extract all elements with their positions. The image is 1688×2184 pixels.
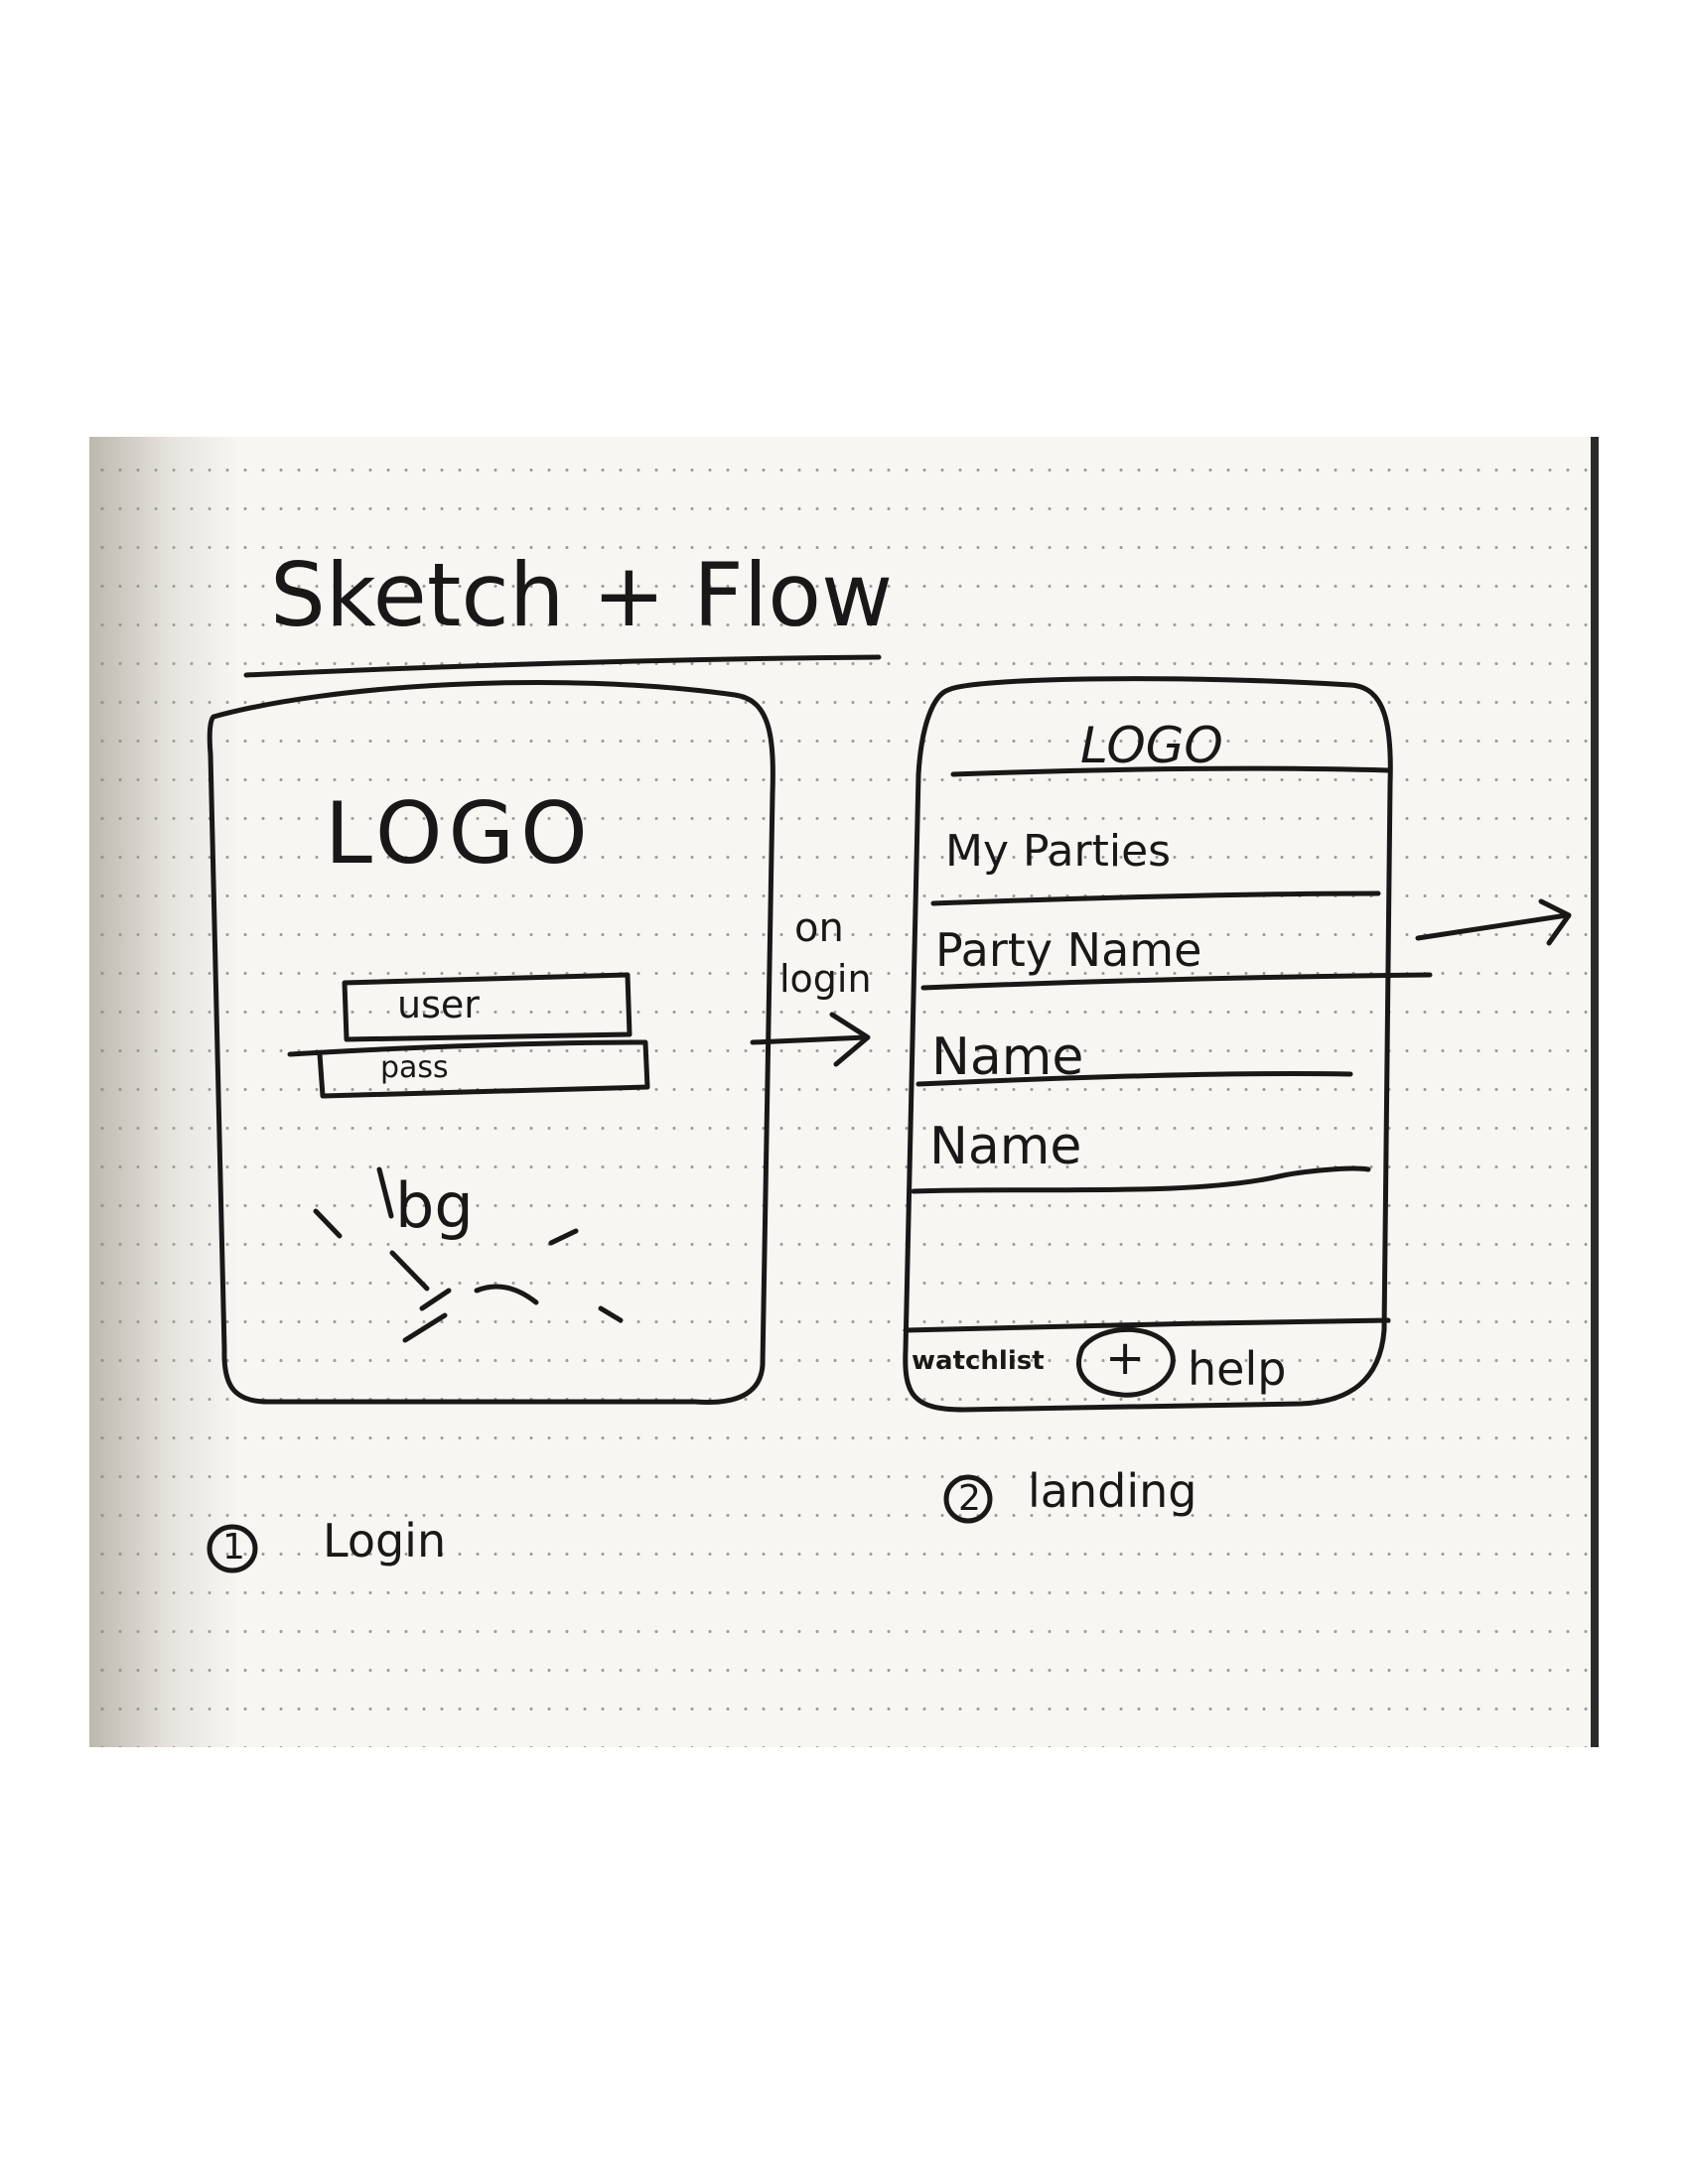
pass-field-box <box>287 1039 650 1099</box>
help-tab: help <box>1188 1342 1287 1396</box>
bg-ray <box>313 1208 343 1239</box>
bg-ray <box>474 1284 539 1305</box>
step-2-circle <box>943 1474 993 1524</box>
row-divider <box>915 1071 1353 1087</box>
outgoing-arrow-head <box>1538 898 1572 946</box>
landing-caption: landing <box>1028 1464 1197 1518</box>
list-header: My Parties <box>945 826 1172 877</box>
step-1-number: 1 <box>222 1527 245 1568</box>
user-field-box <box>342 972 633 1042</box>
add-button-label: + <box>1105 1330 1146 1386</box>
title-underline <box>243 654 882 678</box>
login-logo: LOGO <box>325 784 594 884</box>
bg-ray <box>598 1305 624 1323</box>
page-edge <box>1591 437 1599 1747</box>
bg-ray <box>402 1312 448 1343</box>
logo-divider <box>950 765 1393 777</box>
bottom-bar-divider <box>903 1317 1391 1333</box>
bg-ray <box>419 1288 452 1311</box>
flow-arrow-head <box>829 1012 871 1067</box>
list-item: Name <box>929 1117 1082 1176</box>
transition-label-line1: on <box>794 905 844 951</box>
sketch-title: Sketch + Flow <box>270 544 894 646</box>
outgoing-arrow-shaft <box>1415 912 1570 941</box>
flow-arrow-shaft <box>750 1034 869 1045</box>
landing-screen-frame <box>903 676 1393 1413</box>
step-2-number: 2 <box>958 1478 981 1519</box>
add-button-circle <box>1075 1326 1176 1398</box>
row-divider <box>911 1165 1371 1194</box>
bg-ray <box>376 1166 394 1219</box>
step-1-circle <box>207 1524 258 1573</box>
bg-label: bg <box>395 1169 474 1242</box>
login-screen-frame <box>207 679 775 1406</box>
row-divider <box>930 890 1381 906</box>
row-divider <box>920 972 1433 991</box>
transition-label-line2: login <box>779 957 872 1001</box>
bg-ray <box>548 1228 579 1246</box>
list-item: Name <box>931 1027 1084 1087</box>
user-field-label: user <box>397 983 480 1026</box>
watchlist-tab: watchlist <box>912 1346 1045 1376</box>
login-caption: Login <box>323 1514 447 1568</box>
landing-logo: LOGO <box>1080 717 1223 774</box>
pass-field-label: pass <box>380 1050 449 1085</box>
bg-ray <box>389 1250 430 1292</box>
list-item: Party Name <box>935 923 1202 977</box>
